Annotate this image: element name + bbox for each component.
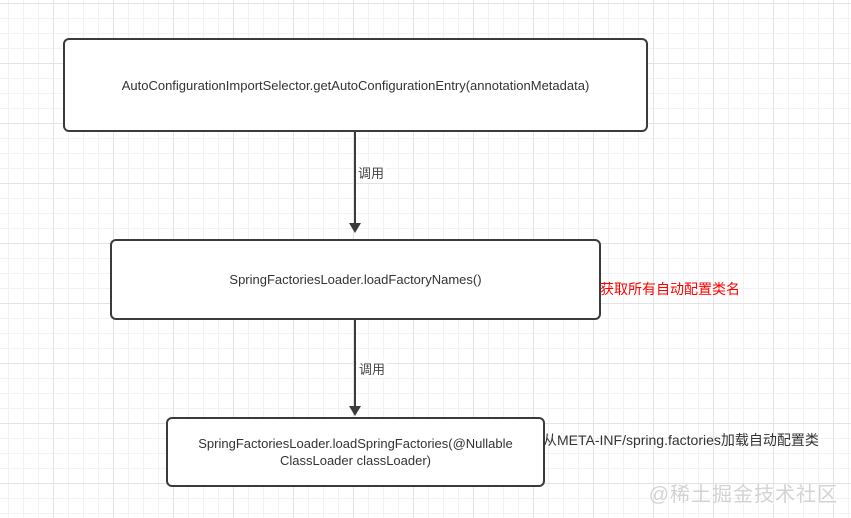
- juejin-watermark: @稀土掘金技术社区: [648, 484, 838, 506]
- edge-1-line: [354, 132, 356, 224]
- arrow-down-icon: [349, 406, 361, 416]
- edge-1-label: 调用: [356, 163, 387, 182]
- node-load-spring-factories: SpringFactoriesLoader.loadSpringFactorie…: [166, 417, 545, 487]
- annotation-load-from-spring-factories: 从META-INF/spring.factories加载自动配置类: [543, 432, 819, 448]
- edge-2-line: [354, 320, 356, 407]
- annotation-get-all-autoconfig-class-names: 获取所有自动配置类名: [600, 281, 740, 297]
- edge-2-label: 调用: [357, 359, 388, 378]
- node-load-factory-names: SpringFactoriesLoader.loadFactoryNames(): [110, 239, 601, 320]
- node-get-auto-configuration-entry: AutoConfigurationImportSelector.getAutoC…: [63, 38, 648, 132]
- arrow-down-icon: [349, 223, 361, 233]
